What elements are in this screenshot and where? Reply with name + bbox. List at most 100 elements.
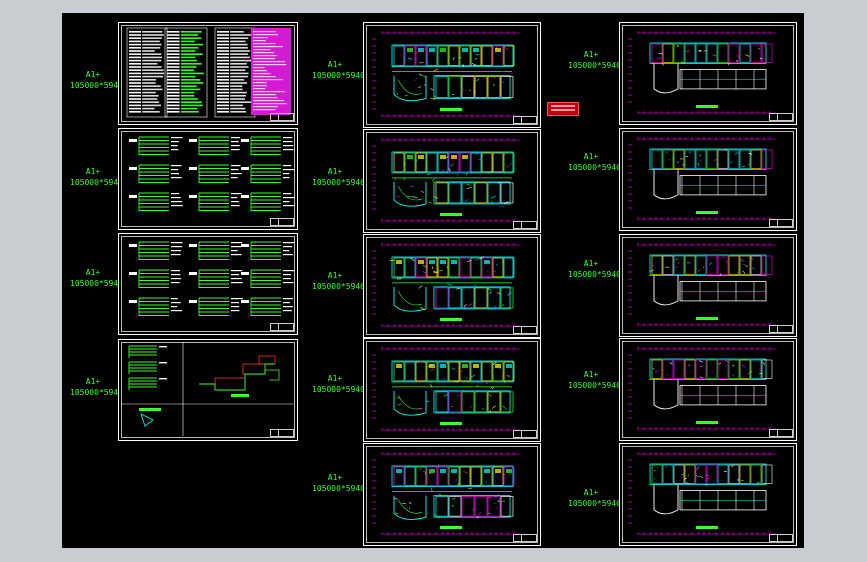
title-block	[270, 113, 294, 121]
sheet-label: A1+ 105000*59400	[70, 69, 128, 91]
drawing-sheet-floor-plan[interactable]	[619, 234, 797, 337]
title-block	[513, 326, 537, 334]
sheet-artwork	[129, 241, 295, 316]
drawing-sheet-floor-plan[interactable]	[363, 234, 541, 338]
sheet-size-label: A1+	[583, 370, 599, 379]
sheet-artwork	[628, 347, 776, 430]
sheet-size-label: A1+	[583, 152, 599, 161]
sheet-dimension-label: 105000*59400	[312, 484, 370, 493]
title-block	[513, 221, 537, 229]
sheet-border	[622, 131, 794, 228]
sheet-label: A1+ 105000*59400	[70, 376, 128, 398]
sheet-label: A1+ 105000*59400	[568, 151, 626, 173]
sheet-border	[622, 237, 794, 334]
title-block	[270, 323, 294, 331]
sheet-label: A1+ 105000*59400	[312, 270, 370, 292]
title-block	[769, 325, 793, 333]
sheet-artwork	[628, 452, 776, 535]
sheet-size-label: A1+	[583, 50, 599, 59]
sheet-label: A1+ 105000*59400	[312, 373, 370, 395]
sheet-size-label: A1+	[583, 488, 599, 497]
sheet-border	[622, 25, 794, 122]
drawing-sheet-system-diagrams[interactable]	[118, 128, 298, 230]
sheet-border	[366, 25, 538, 125]
sheet-artwork	[628, 31, 776, 114]
sheet-border	[366, 132, 538, 230]
sheet-border	[121, 236, 295, 332]
sheet-border	[121, 342, 295, 438]
sheet-artwork	[628, 137, 776, 220]
sheet-size-label: A1+	[85, 268, 101, 277]
sheet-dimension-label: 105000*59400	[312, 71, 370, 80]
sheet-dimension-label: 105000*59400	[312, 385, 370, 394]
sheet-label: A1+ 105000*59400	[568, 49, 626, 71]
drawing-sheet-legend[interactable]	[118, 22, 298, 125]
title-block	[270, 429, 294, 437]
sheet-artwork	[372, 31, 520, 117]
sheet-size-label: A1+	[583, 259, 599, 268]
sheet-label: A1+ 105000*59400	[70, 166, 128, 188]
sheet-dimension-label: 105000*59400	[70, 388, 128, 397]
sheet-dimension-label: 105000*59400	[568, 499, 626, 508]
sheet-dimension-label: 105000*59400	[70, 279, 128, 288]
sheet-border	[121, 131, 295, 227]
sheet-artwork	[372, 138, 520, 222]
sheet-artwork	[129, 136, 295, 211]
drawing-sheet-system-diagrams[interactable]	[118, 233, 298, 335]
sheet-label: A1+ 105000*59400	[568, 487, 626, 509]
drawing-sheet-floor-plan[interactable]	[619, 22, 797, 125]
sheet-size-label: A1+	[85, 70, 101, 79]
sheet-border	[622, 446, 794, 543]
drawing-sheet-floor-plan[interactable]	[619, 443, 797, 546]
drawing-sheet-floor-plan[interactable]	[363, 338, 541, 442]
sheet-size-label: A1+	[327, 167, 343, 176]
sheet-dimension-label: 105000*59400	[312, 282, 370, 291]
title-block	[769, 534, 793, 542]
sheet-artwork	[628, 243, 776, 326]
title-block	[513, 534, 537, 542]
sheet-border	[622, 341, 794, 438]
sheet-label: A1+ 105000*59400	[312, 59, 370, 81]
sheet-artwork	[372, 243, 520, 327]
sheet-dimension-label: 105000*59400	[312, 178, 370, 187]
sheet-size-label: A1+	[327, 271, 343, 280]
sheet-label: A1+ 105000*59400	[312, 472, 370, 494]
sheet-dimension-label: 105000*59400	[568, 381, 626, 390]
sheet-artwork	[372, 347, 520, 431]
sheet-dimension-label: 105000*59400	[568, 270, 626, 279]
sheet-artwork	[372, 452, 520, 535]
sheet-dimension-label: 105000*59400	[568, 163, 626, 172]
sheet-artwork	[121, 342, 293, 436]
sheet-dimension-label: 105000*59400	[70, 178, 128, 187]
sheet-border	[366, 237, 538, 335]
title-block	[769, 113, 793, 121]
sheet-label: A1+ 105000*59400	[568, 258, 626, 280]
drawing-sheet-schematic[interactable]	[118, 339, 298, 441]
title-block	[769, 429, 793, 437]
sheet-dimension-label: 105000*59400	[568, 61, 626, 70]
stamp-block	[547, 102, 579, 116]
sheet-size-label: A1+	[85, 167, 101, 176]
sheet-size-label: A1+	[327, 374, 343, 383]
sheet-label: A1+ 105000*59400	[70, 267, 128, 289]
model-space-canvas[interactable]: A1+ 105000*59400 A1+ 105000*59400 A1+ 10…	[62, 13, 804, 548]
sheet-size-label: A1+	[85, 377, 101, 386]
sheet-border	[366, 446, 538, 543]
title-block	[270, 218, 294, 226]
sheet-border	[121, 25, 295, 122]
sheet-label: A1+ 105000*59400	[312, 166, 370, 188]
sheet-border	[366, 341, 538, 439]
sheet-artwork	[126, 27, 291, 118]
sheet-label: A1+ 105000*59400	[568, 369, 626, 391]
sheet-size-label: A1+	[327, 60, 343, 69]
title-block	[513, 430, 537, 438]
sheet-size-label: A1+	[327, 473, 343, 482]
drawing-sheet-floor-plan[interactable]	[363, 443, 541, 546]
title-block	[513, 116, 537, 124]
sheet-dimension-label: 105000*59400	[70, 81, 128, 90]
drawing-sheet-floor-plan[interactable]	[363, 129, 541, 233]
title-block	[769, 219, 793, 227]
drawing-sheet-floor-plan[interactable]	[363, 22, 541, 128]
drawing-sheet-floor-plan[interactable]	[619, 128, 797, 231]
drawing-sheet-floor-plan[interactable]	[619, 338, 797, 441]
